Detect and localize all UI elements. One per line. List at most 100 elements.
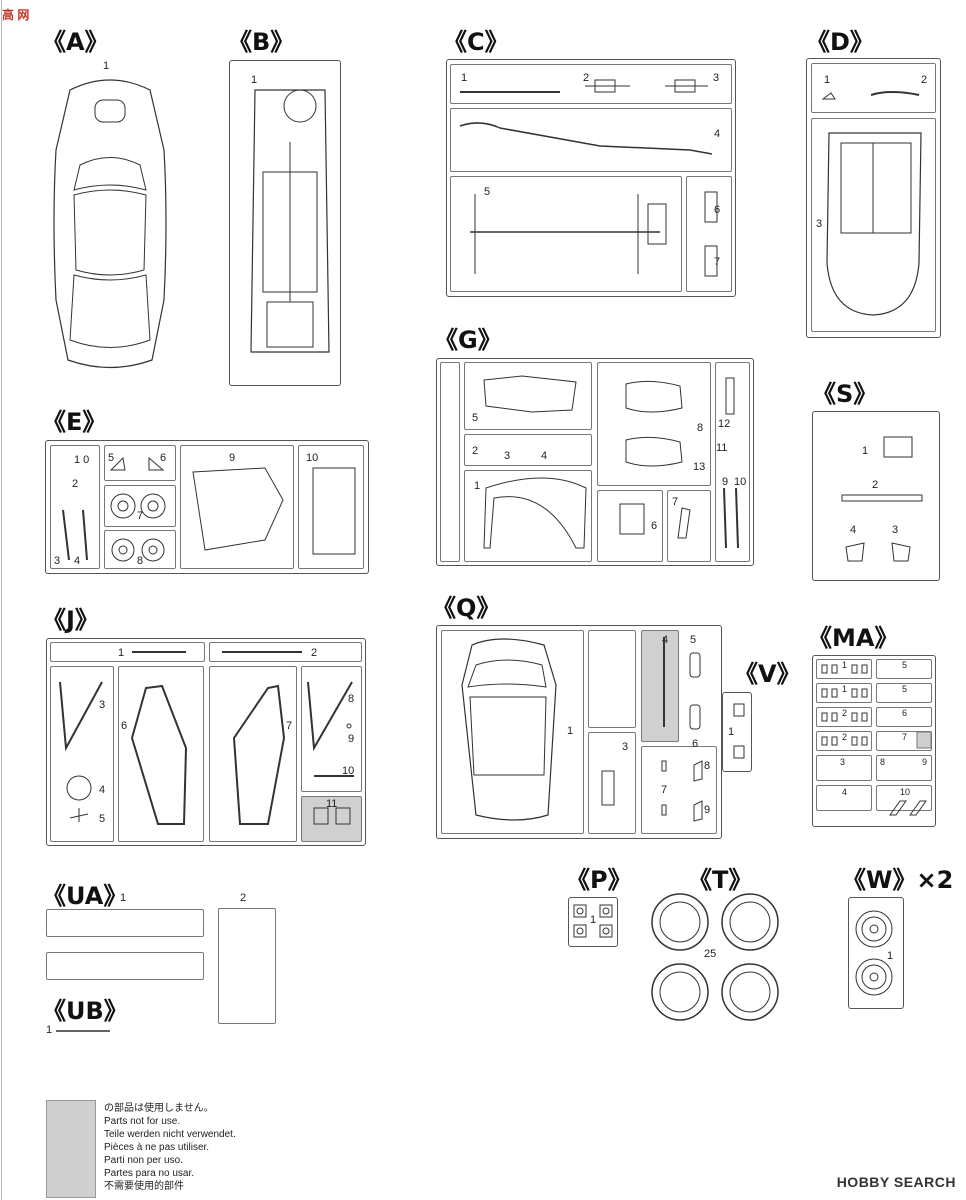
part-number: 8 <box>348 693 355 705</box>
part-number: 5 <box>108 452 115 464</box>
part-number: 1 <box>118 647 125 659</box>
part-number: 6 <box>121 720 128 732</box>
part-number: 7 <box>902 732 908 742</box>
cell <box>464 434 592 466</box>
suspension-parts <box>62 456 356 562</box>
part-number: 4 <box>74 555 81 567</box>
cell <box>440 362 460 562</box>
section-title-ua: 《UA》 <box>42 882 128 910</box>
cell <box>816 731 872 751</box>
page-edge-line <box>1 0 2 1200</box>
part-number: 1 <box>887 950 894 962</box>
section-title-d: 《D》 <box>806 28 874 56</box>
sticker-sheet <box>218 908 276 1024</box>
part-number: 8 <box>880 757 886 767</box>
interior-parts <box>483 375 739 549</box>
part-number: 7 <box>672 496 679 508</box>
part-number: 2 <box>842 708 848 718</box>
clear-parts <box>841 436 923 562</box>
part-number: 6 <box>160 452 167 464</box>
legend-line: Parts not for use. <box>104 1116 181 1127</box>
part-number: 13 <box>693 461 706 473</box>
part-number: 7 <box>137 510 144 522</box>
cell <box>441 630 584 834</box>
part-number: 2 <box>583 72 590 84</box>
cell <box>180 445 294 569</box>
part-number: 5 <box>902 660 908 670</box>
part-number: 8 <box>137 555 144 567</box>
legend-line: Parti non per uso. <box>104 1155 183 1166</box>
cell <box>816 659 872 679</box>
part-number: 9 <box>722 476 729 488</box>
section-title-ma: 《MA》 <box>808 624 899 652</box>
part-number: 5 <box>690 634 697 646</box>
section-title-v: 《V》 <box>734 660 801 688</box>
section-title-t: 《T》 <box>688 866 753 894</box>
cell <box>588 732 636 834</box>
cell <box>50 642 205 662</box>
part-number: 12 <box>718 418 731 430</box>
part-number: 5 <box>902 684 908 694</box>
part-number: 2 <box>72 478 79 490</box>
part-number: 3 <box>622 741 629 753</box>
watermark-hobby-search: HOBBY SEARCH <box>836 1174 956 1190</box>
part-number: 8 <box>697 422 704 434</box>
part-number: 7 <box>661 784 668 796</box>
cell <box>876 683 932 703</box>
section-title-s: 《S》 <box>812 380 878 408</box>
part-number: 3 <box>840 757 846 767</box>
part-number: 2 <box>472 445 479 457</box>
part-number: 4 <box>99 784 106 796</box>
cell-not-used <box>301 796 362 842</box>
part-number: 1 <box>461 72 468 84</box>
cell <box>298 445 364 569</box>
chassis-floor-pan <box>250 89 330 353</box>
part-number: 3 <box>99 699 106 711</box>
part-number: 25 <box>704 948 717 960</box>
legend-line: Pièces à ne pas utiliser. <box>104 1142 210 1153</box>
cell <box>876 785 932 811</box>
window-parts <box>461 637 703 822</box>
car-body-top-view <box>53 79 167 369</box>
legend-line: の部品は使用しません。 <box>104 1103 214 1114</box>
part-number: 6 <box>651 520 658 532</box>
part-number: 1 <box>824 74 831 86</box>
part-number: 4 <box>714 128 721 140</box>
section-title-p: 《P》 <box>566 866 632 894</box>
cell-not-used <box>641 630 679 742</box>
section-title-b: 《B》 <box>228 28 295 56</box>
part-number: 11 <box>716 442 728 454</box>
cell <box>876 707 932 727</box>
cell <box>118 666 204 842</box>
part-number: 7 <box>286 720 293 732</box>
cell <box>876 659 932 679</box>
cell <box>104 445 176 481</box>
cell <box>641 746 717 834</box>
cell <box>104 485 176 527</box>
part-number: 1 0 <box>74 454 90 466</box>
cell <box>811 63 936 113</box>
part-number: 1 <box>842 684 848 694</box>
part-number: 5 <box>99 813 106 825</box>
lens-parts <box>733 703 745 759</box>
runner-frame-s <box>812 411 940 581</box>
runner-frame-v <box>722 692 752 772</box>
sticker-strip-1 <box>46 909 204 937</box>
site-logo: 高 网 <box>2 8 30 22</box>
sticker-strip-2 <box>46 952 204 980</box>
part-number: 11 <box>326 798 338 810</box>
cell <box>597 362 711 486</box>
part-number: 3 <box>713 72 720 84</box>
section-title-e: 《E》 <box>42 408 107 436</box>
legend-line: 不需要使用的部件 <box>104 1181 184 1192</box>
part-number: 4 <box>541 450 548 462</box>
part-number: 9 <box>348 733 355 745</box>
cell <box>301 666 362 792</box>
part-number: 10 <box>342 765 355 777</box>
legend-text: の部品は使用しません。 Parts not for use. Teile wer… <box>104 1102 236 1193</box>
part-number: 1 <box>862 445 869 457</box>
legend-line: Teile werden nicht verwendet. <box>104 1129 236 1140</box>
part-number: 1 <box>474 480 481 492</box>
cell <box>816 755 872 781</box>
part-number: 6 <box>692 738 699 750</box>
